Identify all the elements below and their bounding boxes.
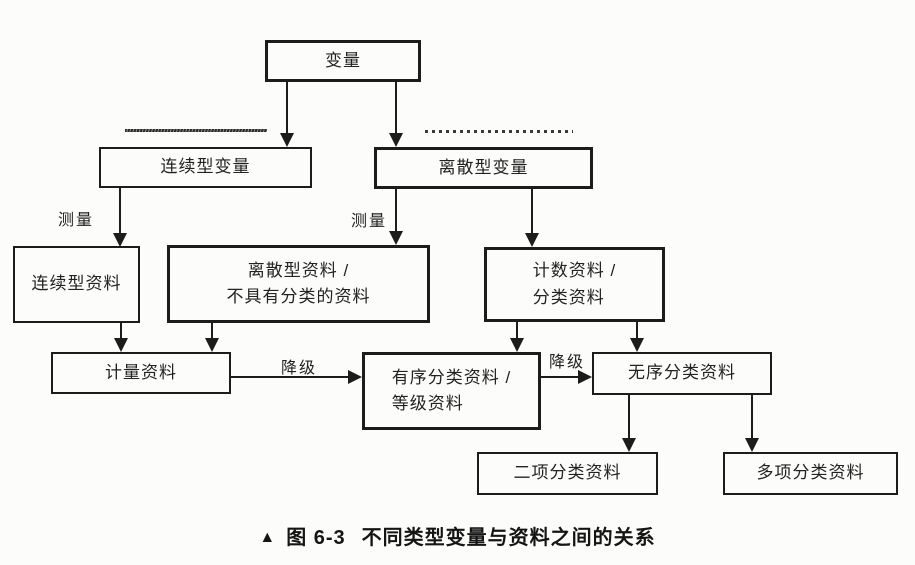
figure-caption: ▲ 图 6-3 不同类型变量与资料之间的关系 [0,521,915,550]
node-quantitative-data: 计量资料 [51,352,231,394]
arrowhead-right-icon [578,370,592,384]
edge-label-downgrade-right: 降级 [549,354,586,371]
edge-discrete-variable-to-count-data [531,189,533,234]
node-label: 变量 [325,50,361,70]
node-label: 连续型资料 [31,274,122,294]
node-continuous-data: 连续型资料 [13,246,140,323]
arrowhead-down-icon [389,133,403,147]
edge-quantitative-to-ordinal-downgrade [231,376,349,378]
edge-variable-to-discrete-variable [395,82,397,135]
node-label: 离散型变量 [438,157,529,177]
node-count-data: 计数资料 / 分类资料 [484,247,665,322]
triangle-icon: ▲ [259,529,277,546]
arrowhead-down-icon [525,233,539,247]
node-label: 有序分类资料 / 等级资料 [391,367,512,413]
edge-discrete-variable-to-discrete-data [395,189,397,232]
edge-unordered-to-binary-data [628,395,630,439]
arrowhead-down-icon [280,133,294,147]
edge-count-data-to-unordered-data [636,322,638,340]
edge-variable-to-continuous-variable [286,82,288,135]
edge-ordinal-to-unordered-downgrade [541,376,579,378]
arrowhead-down-icon [630,338,644,352]
node-binary-data: 二项分类资料 [477,452,658,495]
edge-discrete-data-to-quantitative-data [211,323,213,340]
node-label: 连续型变量 [160,157,251,177]
node-label: 二项分类资料 [513,463,622,483]
figure-number: 图 6-3 [286,527,346,549]
node-multinomial-data: 多项分类资料 [723,452,898,495]
hatched-underline [125,129,267,132]
node-label: 计量资料 [105,362,177,382]
edge-label-downgrade-left: 降级 [281,360,318,377]
node-discrete-data: 离散型资料 / 不具有分类的资料 [167,245,430,323]
edge-continuous-data-to-quantitative-data [120,323,122,340]
edge-unordered-to-multinomial-data [751,395,753,439]
edge-label-measure-left: 测量 [58,212,95,229]
node-ordinal-data: 有序分类资料 / 等级资料 [362,352,541,430]
arrowhead-down-icon [114,338,128,352]
node-label: 离散型资料 / 不具有分类的资料 [226,260,371,306]
arrowhead-down-icon [745,438,759,452]
arrowhead-down-icon [205,338,219,352]
arrowhead-down-icon [510,338,524,352]
node-label: 多项分类资料 [756,463,865,483]
edge-label-measure-middle: 测量 [351,213,388,230]
edge-continuous-variable-to-continuous-data [119,188,121,235]
node-label: 计数资料 / 分类资料 [532,261,617,307]
node-continuous-variable: 连续型变量 [99,147,312,188]
edge-count-data-to-ordinal-data [516,322,518,340]
dotted-underline [425,130,573,133]
node-discrete-variable: 离散型变量 [374,147,593,189]
node-unordered-data: 无序分类资料 [592,352,772,395]
arrowhead-right-icon [348,370,362,384]
arrowhead-down-icon [622,438,636,452]
node-label: 无序分类资料 [628,363,736,383]
arrowhead-down-icon [113,233,127,247]
node-variable: 变量 [265,40,421,82]
figure-title: 不同类型变量与资料之间的关系 [361,527,656,549]
arrowhead-down-icon [389,231,403,245]
